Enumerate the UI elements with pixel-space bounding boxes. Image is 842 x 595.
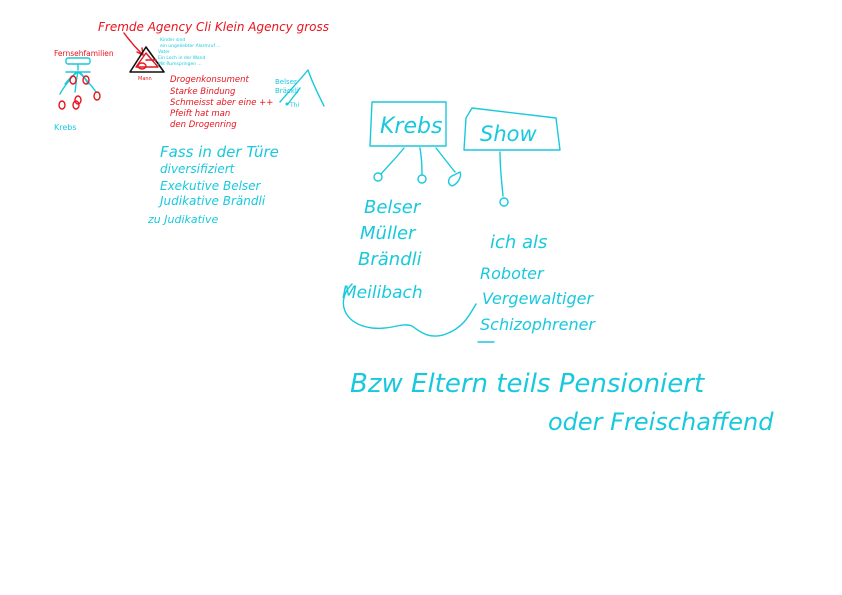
box-show: [463, 107, 561, 151]
mountain-label-2: Bräckli: [275, 87, 299, 95]
show-role: Schizophrener: [480, 315, 596, 334]
mobile-drawing: [58, 57, 101, 110]
krebs-member: Belser: [364, 197, 422, 218]
group-brace: [342, 283, 477, 337]
svg-text:Judikative Brändli: Judikative Brändli: [158, 194, 266, 208]
arrow-to-triangle: [123, 32, 143, 55]
svg-text:Drogenkonsument: Drogenkonsument: [170, 75, 249, 85]
bottom-line-2: oder Freischaffend: [548, 408, 774, 436]
arrow-head-triangle: [136, 47, 144, 56]
box-krebs: [369, 101, 447, 147]
mountain-dot-label: Thi: [289, 102, 299, 109]
svg-text:Starke Bindung: Starke Bindung: [170, 87, 236, 97]
svg-text:den Drogenring: den Drogenring: [170, 120, 237, 130]
triangle-notes: Kinder sind ein ungeliebter Alarmruf ...…: [158, 37, 221, 67]
svg-text:zu Judikative: zu Judikative: [147, 213, 218, 226]
show-role: Vergewaltiger: [482, 289, 594, 308]
svg-text:Exekutive Belser: Exekutive Belser: [160, 179, 262, 193]
svg-text:Pfeift hat man: Pfeift hat man: [170, 109, 230, 119]
mountain-label-1: Belser: [275, 78, 297, 86]
triangle-drawing: [129, 46, 165, 73]
krebs-connectors: [373, 147, 462, 187]
show-connector: [499, 151, 509, 207]
left-cluster-bottom-label: Krebs: [54, 123, 77, 132]
svg-text:Mit Rumspringen ...: Mit Rumspringen ...: [158, 61, 202, 67]
svg-text:Ein Loch in der Wand: Ein Loch in der Wand: [158, 55, 206, 61]
cyan-notes-block: Fass in der Türe diversifiziert Exekutiv…: [147, 143, 279, 226]
show-role: Roboter: [480, 264, 545, 283]
left-cluster-heading: Fernsehfamilien: [54, 49, 114, 58]
bottom-line-1: Bzw Eltern teils Pensioniert: [350, 369, 705, 399]
box-show-label: Show: [480, 122, 537, 146]
top-note: Fremde Agency Cli Klein Agency gross: [98, 20, 329, 34]
krebs-member: Müller: [360, 223, 417, 244]
krebs-member: Meilibach: [342, 283, 423, 303]
mountain-drawing: [279, 69, 325, 107]
svg-text:Kinder sind: Kinder sind: [160, 37, 185, 43]
triangle-caption: Mann: [138, 76, 152, 82]
box-krebs-label: Krebs: [380, 114, 442, 139]
show-role: ich als: [490, 232, 547, 253]
svg-text:Vater: Vater: [158, 49, 170, 55]
show-roles-list: ich als Roboter Vergewaltiger Schizophre…: [480, 232, 596, 334]
krebs-members-list: Belser Müller Brändli Meilibach: [342, 197, 423, 303]
svg-text:diversifiziert: diversifiziert: [160, 162, 236, 176]
svg-text:ein ungeliebter Alarmruf ...: ein ungeliebter Alarmruf ...: [160, 43, 221, 49]
krebs-member: Brändli: [358, 249, 422, 270]
svg-text:Fass in der Türe: Fass in der Türe: [160, 143, 279, 161]
svg-text:Schmeisst aber eine ++: Schmeisst aber eine ++: [170, 98, 273, 108]
red-notes-block: Drogenkonsument Starke Bindung Schmeisst…: [170, 75, 273, 130]
